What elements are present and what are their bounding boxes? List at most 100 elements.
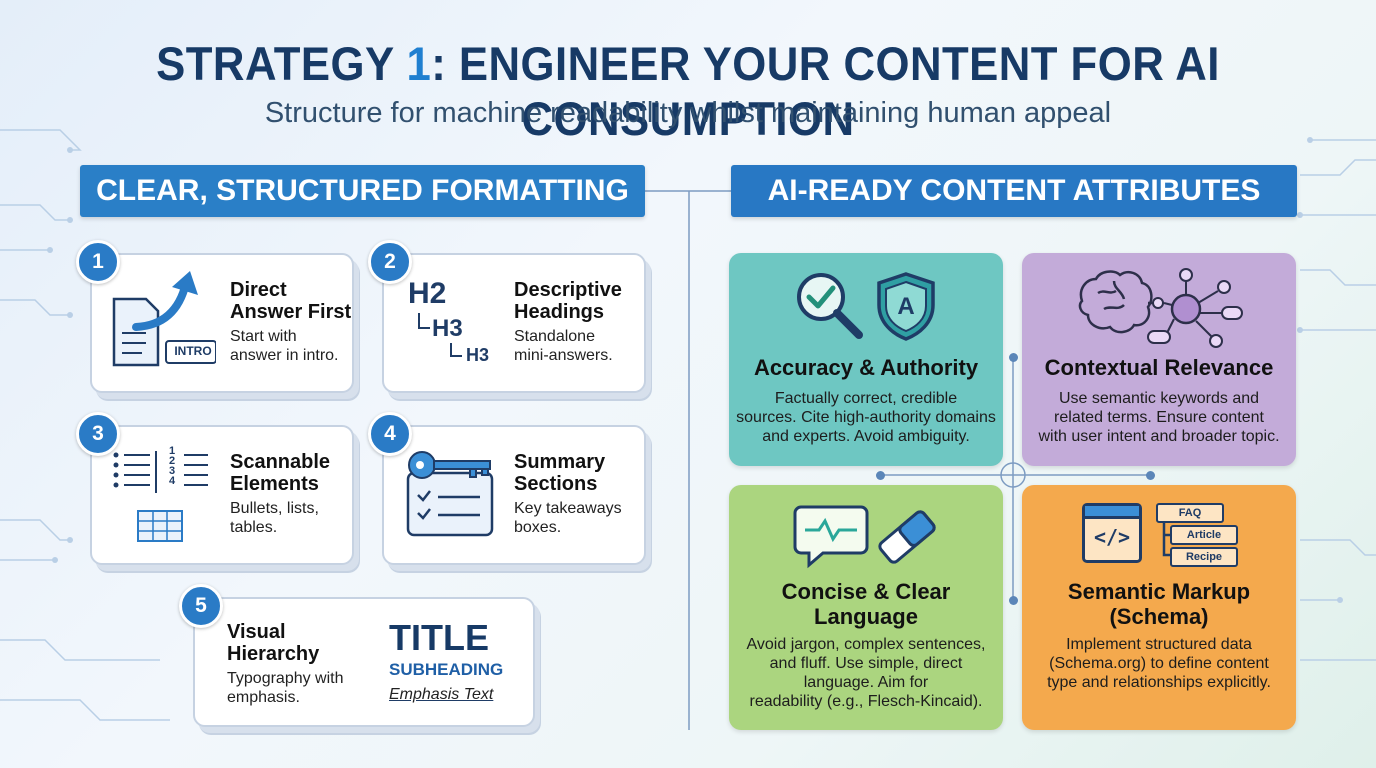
card-title: Summary Sections — [514, 451, 605, 495]
attr-title: Semantic Markup (Schema) — [1022, 579, 1296, 629]
attr-line-3: type and relationships explicitly. — [1047, 674, 1271, 691]
card-body-line-1: Typography with — [227, 670, 344, 687]
connector-dot — [876, 471, 885, 480]
h3-label-1: H3 — [432, 315, 463, 342]
step-badge-2: 2 — [368, 240, 412, 284]
list-number-1: 1 — [169, 445, 176, 457]
sample-emphasis: Emphasis Text — [389, 686, 494, 703]
formatting-banner: CLEAR, STRUCTURED FORMATTING — [80, 165, 645, 217]
tree-line-2 — [450, 343, 462, 357]
schema-tag-faq: FAQ — [1156, 503, 1224, 523]
card-description: Start with answer in intro. — [230, 327, 339, 365]
eraser-icon — [878, 510, 936, 564]
card-title-line-1: Summary — [514, 451, 606, 473]
page-title: STRATEGY 1: ENGINEER YOUR CONTENT FOR AI… — [48, 36, 1328, 146]
card-visual-hierarchy: Visual Hierarchy Typography with emphasi… — [193, 597, 535, 727]
card-descriptive-headings: H2 H3 H3 Descriptive Headings Standalone… — [382, 253, 646, 393]
card-description: Typography with emphasis. — [227, 669, 344, 707]
attr-line-3: language. Aim for — [803, 674, 929, 691]
card-title-line-1: Visual — [227, 621, 286, 643]
attr-line-3: and experts. Avoid ambiguity. — [762, 428, 970, 445]
attr-title: Concise & Clear Language — [729, 579, 1003, 629]
card-description: Key takeaways boxes. — [514, 499, 622, 537]
title-suffix: : ENGINEER YOUR CONTENT FOR AI CONSUMPTI… — [431, 37, 1220, 145]
attr-line-2: sources. Cite high-authority domains — [736, 409, 996, 426]
card-title: Descriptive Headings — [514, 279, 622, 323]
attr-concise-clear: Concise & Clear Language Avoid jargon, c… — [729, 485, 1003, 730]
card-scannable-elements: 1 2 3 4 Scannable Elements Bullets, list… — [90, 425, 354, 565]
connector-dot — [1009, 596, 1018, 605]
shield-icon — [877, 272, 935, 341]
h3-label-2: H3 — [466, 345, 490, 365]
card-body-line-2: emphasis. — [227, 689, 300, 706]
attr-line-1: Implement structured data — [1066, 636, 1252, 653]
attr-line-4: readability (e.g., Flesch-Kincaid). — [749, 693, 983, 710]
magnifier-check-icon — [797, 273, 863, 339]
intro-label: INTRO — [174, 344, 212, 358]
attr-title-line-1: Semantic Markup — [1067, 579, 1251, 604]
window-bar — [1085, 506, 1139, 519]
schema-tag-recipe: Recipe — [1170, 547, 1238, 567]
schema-tag-label: Recipe — [1185, 551, 1223, 563]
attr-title-line-2: (Schema) — [1109, 604, 1209, 629]
attr-description: Factually correct, credible sources. Cit… — [729, 389, 1003, 446]
attr-accuracy-authority: A Accuracy & Authority Factually correct… — [729, 253, 1003, 466]
attr-description: Avoid jargon, complex sentences, and flu… — [729, 635, 1003, 711]
h2-label: H2 — [408, 277, 447, 310]
code-glyph: </> — [1093, 525, 1131, 549]
title-prefix: STRATEGY — [156, 37, 407, 90]
attr-line-2: (Schema.org) to define content — [1049, 655, 1269, 672]
connector-dot — [1146, 471, 1155, 480]
sample-title: TITLE — [389, 617, 489, 658]
attributes-banner: AI-READY CONTENT ATTRIBUTES — [731, 165, 1297, 217]
tree-line-1 — [418, 313, 430, 329]
attr-description: Implement structured data (Schema.org) t… — [1022, 635, 1296, 692]
card-body-line-1: Bullets, lists, — [230, 500, 319, 517]
card-title-line-2: Headings — [514, 301, 605, 323]
step-badge-5: 5 — [179, 584, 223, 628]
card-summary-sections: Summary Sections Key takeaways boxes. — [382, 425, 646, 565]
card-title-line-2: Answer First — [230, 301, 352, 323]
card-title: Visual Hierarchy — [227, 621, 319, 665]
card-title: Scannable Elements — [230, 451, 330, 495]
attr-line-1: Factually correct, credible — [774, 390, 958, 407]
list-number-3: 3 — [169, 465, 176, 477]
card-direct-answer: INTRO Direct Answer First Start with ans… — [90, 253, 354, 393]
attr-semantic-markup: </> FAQ Article Recipe Semantic Markup (… — [1022, 485, 1296, 730]
step-badge-4: 4 — [368, 412, 412, 456]
card-description: Standalone mini-answers. — [514, 327, 613, 365]
sample-subheading: SUBHEADING — [389, 660, 504, 679]
page-subtitle: Structure for machine readability whilst… — [264, 97, 1112, 129]
attr-title: Contextual Relevance — [1044, 355, 1274, 380]
attr-line-2: and fluff. Use simple, direct — [769, 655, 963, 672]
step-badge-3: 3 — [76, 412, 120, 456]
attr-description: Use semantic keywords and related terms.… — [1022, 389, 1296, 446]
connector-dot — [1009, 353, 1018, 362]
card-body-line-1: Start with — [230, 328, 297, 345]
attr-line-1: Use semantic keywords and — [1058, 390, 1260, 407]
schema-tag-label: FAQ — [1178, 507, 1202, 519]
attr-title-line-2: Language — [814, 604, 918, 629]
list-number-4: 4 — [169, 475, 176, 487]
speech-bubble-icon — [793, 505, 869, 569]
attr-line-1: Avoid jargon, complex sentences, — [746, 636, 986, 653]
attr-title-line-1: Concise & Clear — [781, 579, 951, 604]
card-body-line-2: mini-answers. — [514, 347, 613, 364]
shield-letter: A — [897, 293, 915, 320]
key-checklist-icon — [406, 451, 494, 537]
list-table-icon — [113, 451, 208, 542]
typography-sample: TITLE SUBHEADING Emphasis Text — [389, 619, 503, 705]
card-title-line-1: Scannable — [230, 451, 331, 473]
list-number-2: 2 — [169, 455, 176, 467]
attr-line-2: related terms. Ensure content — [1054, 409, 1264, 426]
card-body-line-1: Standalone — [514, 328, 595, 345]
schema-tag-label: Article — [1186, 529, 1222, 541]
numbered-list: 1 2 3 4 — [169, 445, 176, 487]
attr-contextual-relevance: Contextual Relevance Use semantic keywor… — [1022, 253, 1296, 466]
card-body-line-2: tables. — [230, 519, 278, 536]
document-arrow-icon — [112, 271, 216, 367]
step-badge-1: 1 — [76, 240, 120, 284]
card-title-line-2: Elements — [230, 473, 319, 495]
title-number: 1 — [406, 37, 432, 90]
